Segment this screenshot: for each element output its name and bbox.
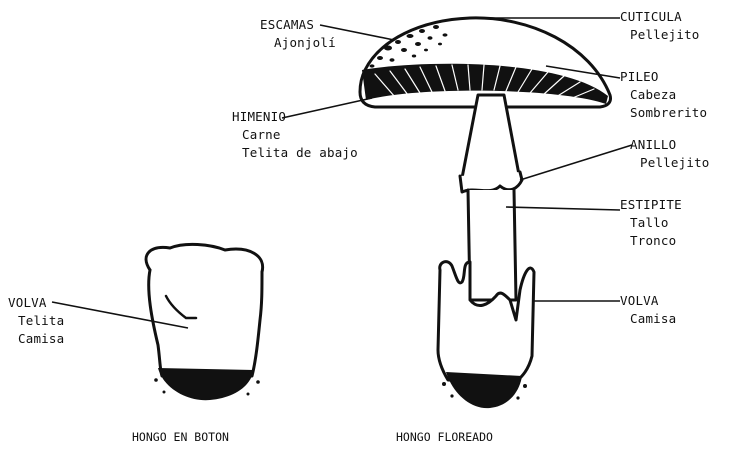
label-volva-left-sub-1: Telita	[8, 312, 64, 330]
label-anillo-title: ANILLO	[630, 136, 710, 154]
label-escamas-sub: Ajonjolí	[260, 34, 336, 52]
label-himenio: HIMENIO Carne Telita de abajo	[232, 108, 358, 162]
label-escamas-title: ESCAMAS	[260, 16, 336, 34]
label-himenio-sub-1: Carne	[232, 126, 358, 144]
label-anillo: ANILLO Pellejito	[630, 136, 710, 172]
caption-bloomed-mushroom: HONGO FLOREADO	[396, 430, 493, 444]
button-mushroom	[146, 244, 263, 400]
bloomed-mushroom	[360, 18, 611, 408]
label-pileo-sub-2: Sombrerito	[620, 104, 707, 122]
label-volva-left: VOLVA Telita Camisa	[8, 294, 64, 348]
label-himenio-sub-2: Telita de abajo	[232, 144, 358, 162]
label-estipite: ESTIPITE Tallo Tronco	[620, 196, 682, 250]
label-cuticula-title: CUTICULA	[620, 8, 700, 26]
label-cuticula-sub: Pellejito	[620, 26, 700, 44]
label-anillo-sub: Pellejito	[630, 154, 710, 172]
label-estipite-title: ESTIPITE	[620, 196, 682, 214]
label-pileo-sub-1: Cabeza	[620, 86, 707, 104]
label-pileo: PILEO Cabeza Sombrerito	[620, 68, 707, 122]
label-volva-left-title: VOLVA	[8, 294, 64, 312]
button-base	[158, 368, 254, 400]
caption-button-mushroom: HONGO EN BOTON	[132, 430, 229, 444]
label-volva-left-sub-2: Camisa	[8, 330, 64, 348]
label-volva-right-sub: Camisa	[620, 310, 676, 328]
label-estipite-sub-1: Tallo	[620, 214, 682, 232]
leader-estipite	[506, 207, 620, 210]
label-estipite-sub-2: Tronco	[620, 232, 682, 250]
label-cuticula: CUTICULA Pellejito	[620, 8, 700, 44]
label-volva-right-title: VOLVA	[620, 292, 676, 310]
volva-right-base	[446, 372, 522, 408]
label-pileo-title: PILEO	[620, 68, 707, 86]
leader-anillo	[520, 145, 632, 180]
label-escamas: ESCAMAS Ajonjolí	[260, 16, 336, 52]
label-himenio-title: HIMENIO	[232, 108, 358, 126]
label-volva-right: VOLVA Camisa	[620, 292, 676, 328]
